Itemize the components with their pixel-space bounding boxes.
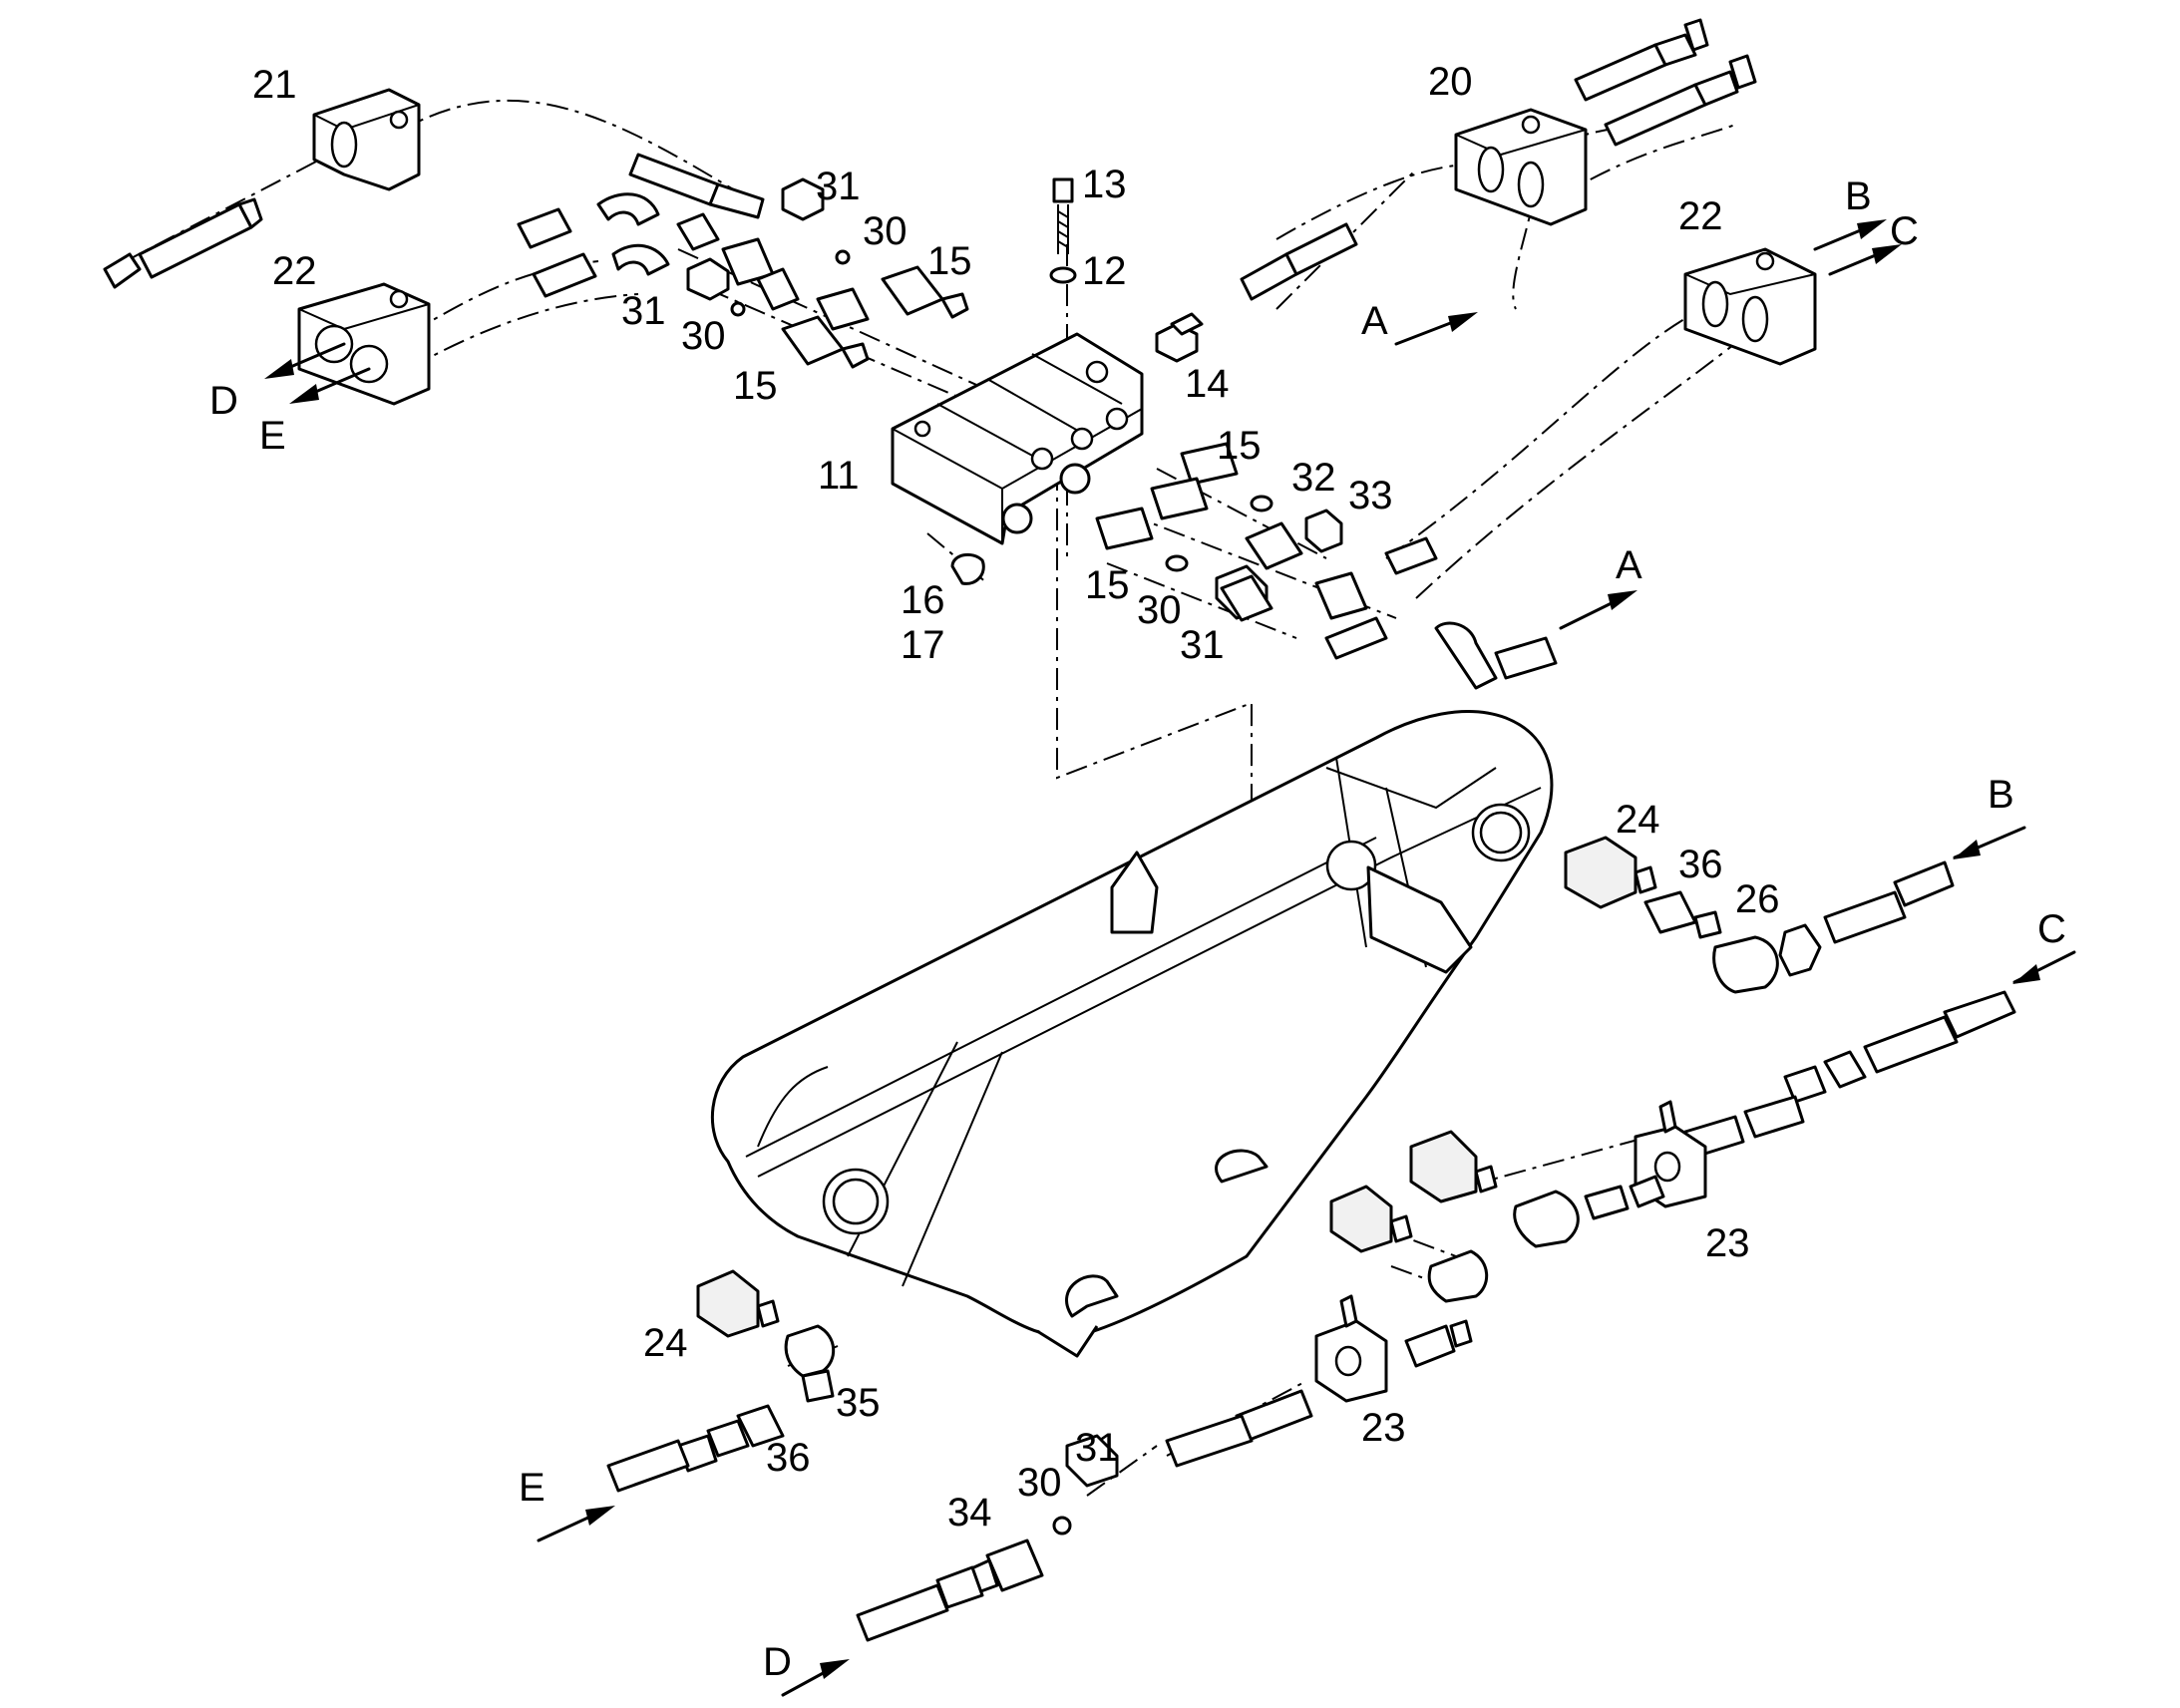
part-label-26: 26 [1735,877,1780,921]
connection-letter-A: A [1361,299,1388,343]
valve-block [891,332,1144,585]
connection-letter-B: B [1988,773,2014,817]
part-label-35: 35 [836,1381,881,1425]
part-label-31: 31 [1180,623,1225,667]
clamp-22-left [297,282,431,406]
part-number-labels: 21 22 31 30 15 31 30 15 13 12 14 11 16 1… [252,60,1780,1535]
part-label-31: 31 [816,165,861,208]
part-label-15: 15 [1217,424,1262,468]
part-label-11: 11 [818,454,860,498]
part-label-23: 23 [1705,1221,1750,1265]
part-label-23: 23 [1361,1406,1406,1450]
connection-letter-D: D [209,379,238,423]
connection-letter-B: B [1845,174,1872,218]
bolt-and-washer [1049,177,1204,363]
part-label-30: 30 [1017,1461,1062,1505]
upper-hoses [103,18,1757,690]
part-label-34: 34 [947,1491,992,1535]
connection-letters: D E A B C A B C E D [209,174,2066,1684]
lower-right-fittings [1165,836,2016,1468]
boom-port-flange [1325,840,1377,891]
part-label-22: 22 [1678,194,1723,238]
part-label-36: 36 [766,1436,811,1480]
part-label-30: 30 [681,314,726,358]
connection-letter-A: A [1616,543,1642,587]
connection-letter-E: E [259,414,286,458]
connection-letter-C: C [1890,209,1919,253]
lower-left-fittings [606,1269,1119,1642]
part-label-30: 30 [863,209,908,253]
part-label-14: 14 [1185,362,1230,406]
connection-letter-C: C [2037,907,2066,951]
part-label-22: 22 [272,249,317,293]
connection-letter-D: D [763,1640,792,1684]
part-label-12: 12 [1082,249,1127,293]
part-label-24: 24 [1616,798,1660,842]
part-label-32: 32 [1291,456,1336,500]
part-label-31: 31 [621,289,666,333]
part-label-20: 20 [1428,60,1473,104]
part-label-16: 16 [901,578,945,622]
part-label-15: 15 [927,239,972,283]
connection-letter-E: E [519,1466,545,1510]
part-label-15: 15 [733,364,778,408]
part-label-15: 15 [1085,563,1130,607]
clamp-20 [1454,108,1588,226]
part-label-36: 36 [1678,843,1723,886]
part-label-21: 21 [252,63,297,107]
part-label-31: 31 [1075,1426,1120,1470]
part-label-24: 24 [643,1321,688,1365]
part-label-17: 17 [901,623,945,667]
part-label-13: 13 [1082,163,1127,206]
clamp-22-right [1683,247,1817,366]
boom-arm [710,710,1554,1358]
part-label-33: 33 [1348,474,1393,517]
clamp-21 [312,88,421,191]
direction-arrows [264,219,2076,1697]
part-label-30: 30 [1137,588,1182,632]
